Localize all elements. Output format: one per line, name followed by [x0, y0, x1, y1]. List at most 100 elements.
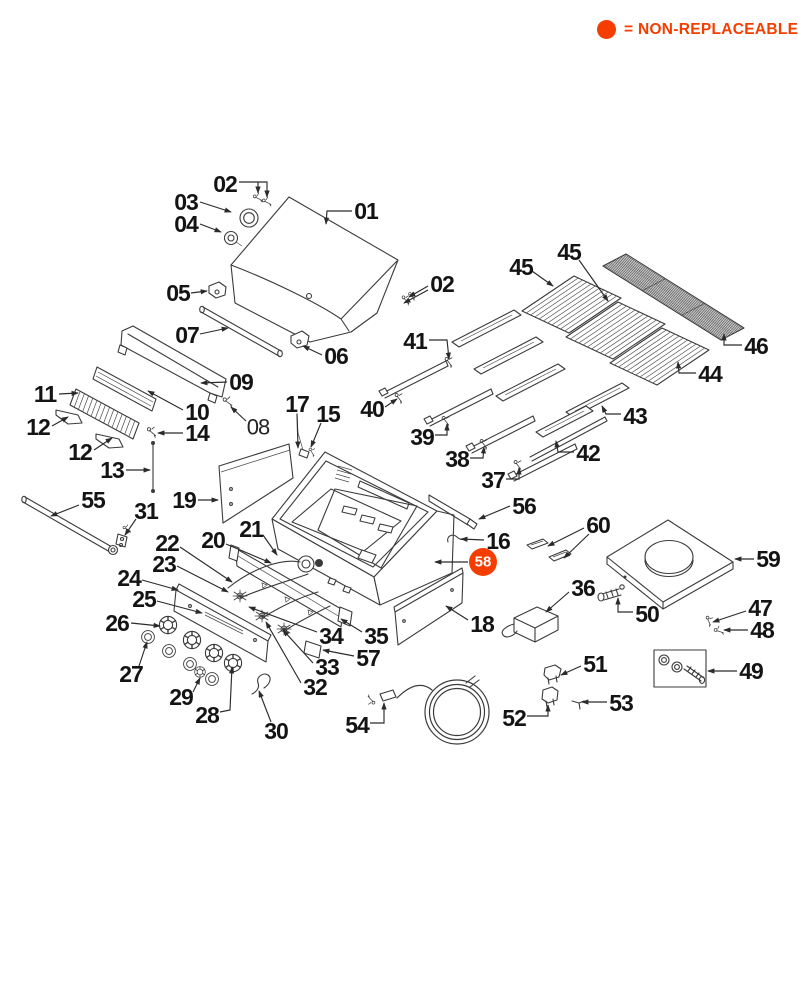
part-label-43[interactable]: 43 — [601, 403, 648, 429]
part-label-33[interactable]: 33 — [282, 629, 340, 680]
part-label-27[interactable]: 27 — [119, 641, 148, 687]
part-label-24[interactable]: 24 — [117, 565, 179, 591]
part-label-12[interactable]: 12 — [68, 437, 113, 465]
part-label-12[interactable]: 12 — [26, 414, 69, 440]
svg-text:32: 32 — [303, 674, 327, 700]
part-label-09[interactable]: 09 — [200, 369, 254, 395]
part-label-06[interactable]: 06 — [302, 343, 349, 369]
part-label-25[interactable]: 25 — [132, 586, 203, 614]
part-label-19[interactable]: 19 — [172, 487, 219, 513]
part-label-05[interactable]: 05 — [166, 280, 208, 306]
part-label-47[interactable]: 47 — [712, 595, 773, 623]
part-label-14[interactable]: 14 — [157, 420, 211, 446]
part-label-30[interactable]: 30 — [258, 690, 289, 744]
part-label-28[interactable]: 28 — [195, 666, 235, 728]
part-label-44[interactable]: 44 — [675, 361, 724, 387]
part-label-41[interactable]: 41 — [403, 328, 451, 360]
screw-48-art — [713, 625, 724, 637]
svg-text:01: 01 — [354, 198, 379, 224]
control-panel-art — [173, 583, 272, 663]
part-label-01[interactable]: 01 — [323, 198, 380, 225]
svg-text:56: 56 — [512, 493, 536, 519]
part-label-34[interactable]: 34 — [248, 606, 345, 649]
part-label-38[interactable]: 38 — [445, 446, 487, 472]
linkage-rod-art — [151, 441, 155, 493]
non-replaceable-highlight-circle — [469, 548, 497, 576]
part-label-02[interactable]: 02 — [403, 271, 455, 304]
igniter-module-art — [297, 555, 323, 573]
svg-text:60: 60 — [586, 512, 610, 538]
svg-text:57: 57 — [356, 645, 380, 671]
part-label-52[interactable]: 52 — [502, 704, 551, 731]
part-label-20[interactable]: 20 — [201, 527, 272, 564]
part-label-58-highlighted[interactable]: 58 — [434, 548, 497, 576]
bracket-51-art — [543, 664, 562, 685]
part-label-45[interactable]: 45 — [557, 239, 609, 302]
grease-tray-art — [501, 606, 559, 643]
svg-text:12: 12 — [26, 414, 50, 440]
part-label-23[interactable]: 23 — [152, 551, 229, 593]
part-label-51[interactable]: 51 — [560, 651, 609, 677]
part-label-59[interactable]: 59 — [734, 546, 781, 572]
part-label-03[interactable]: 03 — [174, 189, 232, 215]
svg-text:21: 21 — [239, 516, 264, 542]
svg-text:36: 36 — [571, 575, 595, 601]
part-label-21[interactable]: 21 — [239, 516, 278, 556]
svg-text:23: 23 — [152, 551, 176, 577]
hood-latch-left-art — [208, 281, 227, 299]
svg-text:59: 59 — [756, 546, 780, 572]
part-label-45[interactable]: 45 — [509, 254, 554, 287]
part-label-55[interactable]: 55 — [50, 487, 107, 517]
part-label-11[interactable]: 11 — [34, 381, 79, 407]
part-label-39[interactable]: 39 — [410, 423, 450, 450]
part-label-32[interactable]: 32 — [265, 621, 328, 700]
part-label-15[interactable]: 15 — [310, 401, 342, 448]
part-label-46[interactable]: 46 — [721, 333, 769, 359]
part-label-60[interactable]: 60 — [547, 512, 611, 559]
svg-text:18: 18 — [470, 611, 495, 637]
part-label-07[interactable]: 07 — [175, 322, 229, 348]
part-label-10[interactable]: 10 — [147, 390, 210, 425]
part-label-17[interactable]: 17 — [285, 391, 310, 449]
grate-hatching — [73, 254, 743, 437]
thermometer-art — [239, 208, 259, 228]
part-label-50[interactable]: 50 — [615, 597, 660, 627]
part-label-40[interactable]: 40 — [360, 396, 398, 422]
part-label-04[interactable]: 04 — [174, 211, 222, 237]
part-label-16[interactable]: 16 — [460, 528, 511, 554]
svg-text:43: 43 — [623, 403, 647, 429]
svg-text:06: 06 — [324, 343, 348, 369]
svg-text:54: 54 — [345, 712, 370, 738]
part-label-26[interactable]: 26 — [105, 610, 161, 636]
screw-47-art — [702, 613, 716, 627]
svg-text:41: 41 — [403, 328, 428, 354]
hood-latch-right-art — [290, 330, 310, 349]
part-label-49[interactable]: 49 — [707, 658, 764, 684]
part-label-36[interactable]: 36 — [545, 575, 596, 613]
part-label-22[interactable]: 22 — [155, 530, 233, 583]
part-label-37[interactable]: 37 — [481, 467, 522, 493]
part-label-54[interactable]: 54 — [345, 702, 387, 738]
part-label-18[interactable]: 18 — [445, 605, 496, 637]
part-label-48[interactable]: 48 — [723, 617, 776, 643]
part-label-57[interactable]: 57 — [322, 645, 381, 671]
bracket-52-art — [541, 686, 559, 708]
svg-text:52: 52 — [502, 705, 526, 731]
part-label-08[interactable]: 08 — [230, 406, 271, 440]
crossbar-bracket-art — [115, 524, 131, 548]
part-label-56[interactable]: 56 — [478, 493, 537, 520]
part-label-31[interactable]: 31 — [124, 498, 160, 536]
part-label-29[interactable]: 29 — [169, 677, 201, 710]
part-label-13[interactable]: 13 — [100, 457, 151, 483]
part-label-02[interactable]: 02 — [213, 171, 270, 198]
svg-text:10: 10 — [185, 399, 209, 425]
svg-text:14: 14 — [185, 420, 210, 446]
svg-text:37: 37 — [481, 467, 505, 493]
part-label-35[interactable]: 35 — [340, 618, 390, 649]
non-replaceable-dot-icon — [597, 20, 616, 39]
svg-text:48: 48 — [750, 617, 775, 643]
part-label-42[interactable]: 42 — [554, 440, 601, 466]
part-label-53[interactable]: 53 — [581, 690, 634, 716]
